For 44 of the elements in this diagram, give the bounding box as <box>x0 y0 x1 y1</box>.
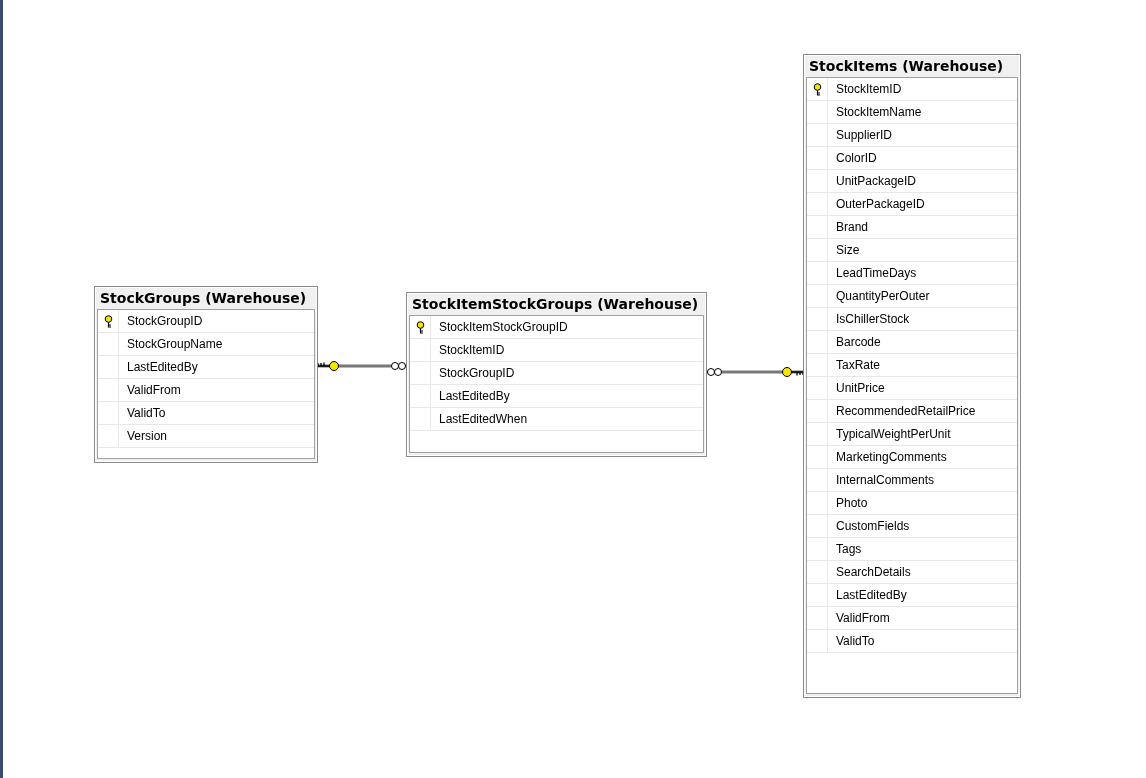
column-name: MarketingComments <box>835 449 947 466</box>
column-name: StockItemID <box>835 81 902 98</box>
column-name: Size <box>835 242 860 259</box>
table-box <box>406 292 707 457</box>
column-name: InternalComments <box>835 472 935 489</box>
column-name: ColorID <box>835 150 877 167</box>
column-name: ValidTo <box>835 633 875 650</box>
relationship-line <box>707 366 804 378</box>
column-name: SupplierID <box>835 127 893 144</box>
table-title: StockGroups (Warehouse) <box>99 289 308 308</box>
column-name: SearchDetails <box>835 564 911 581</box>
column-name: Barcode <box>835 334 881 351</box>
column-name: LastEditedBy <box>835 587 907 604</box>
column-name: StockItemName <box>835 104 922 121</box>
table-title: StockItems (Warehouse) <box>808 57 1005 76</box>
column-name: StockItemStockGroupID <box>438 319 568 336</box>
column-name: Photo <box>835 495 868 512</box>
column-name: IsChillerStock <box>835 311 910 328</box>
column-name: StockItemID <box>438 342 505 359</box>
column-name: LastEditedWhen <box>438 411 528 428</box>
column-name: LastEditedBy <box>438 388 510 405</box>
column-name: Brand <box>835 219 869 236</box>
column-name: ValidFrom <box>126 382 181 399</box>
column-name: ValidTo <box>126 405 166 422</box>
table-box <box>803 54 1021 698</box>
column-name: StockGroupID <box>126 313 203 330</box>
column-name: LastEditedBy <box>126 359 198 376</box>
table-box <box>94 286 318 463</box>
column-name: Tags <box>835 541 862 558</box>
column-name: TypicalWeightPerUnit <box>835 426 951 443</box>
table-title: StockItemStockGroups (Warehouse) <box>411 295 700 314</box>
column-name: RecommendedRetailPrice <box>835 403 976 420</box>
column-name: ValidFrom <box>835 610 890 627</box>
column-name: UnitPackageID <box>835 173 917 190</box>
column-name: UnitPrice <box>835 380 885 397</box>
relationship-line <box>317 360 406 372</box>
column-name: Version <box>126 428 168 445</box>
column-name: StockGroupName <box>126 336 223 353</box>
column-name: OuterPackageID <box>835 196 925 213</box>
column-name: QuantityPerOuter <box>835 288 930 305</box>
column-name: TaxRate <box>835 357 881 374</box>
column-name: StockGroupID <box>438 365 515 382</box>
column-name: LeadTimeDays <box>835 265 917 282</box>
column-name: CustomFields <box>835 518 910 535</box>
